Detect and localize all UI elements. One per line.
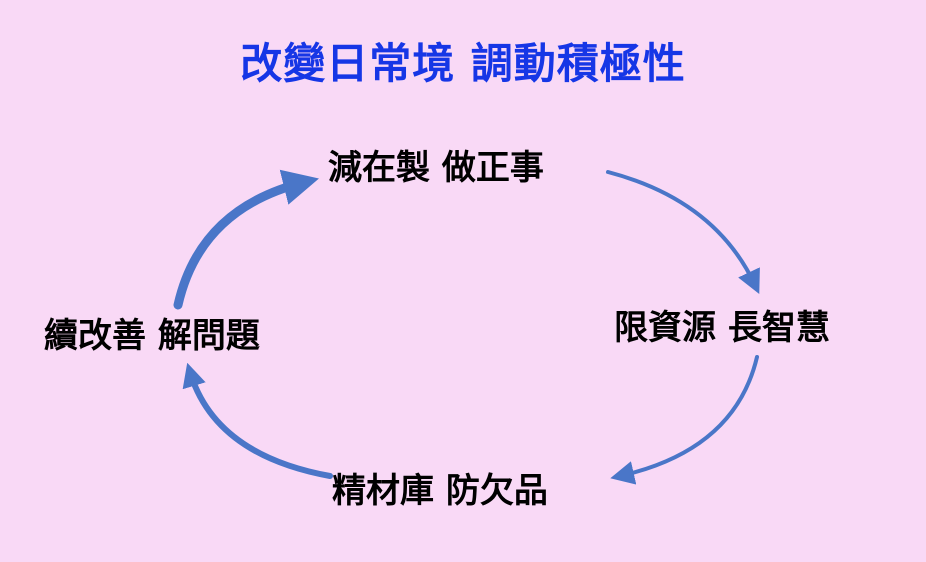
arrow-top-to-right bbox=[606, 170, 760, 295]
diagram-title: 改變日常境 調動積極性 bbox=[240, 39, 686, 88]
arrow-left-to-top bbox=[173, 169, 319, 310]
cycle-node-bottom: 精材庫 防欠品 bbox=[332, 471, 548, 511]
arrow-right-to-bottom bbox=[610, 355, 759, 485]
cycle-node-top: 減在製 做正事 bbox=[328, 148, 544, 188]
arrow-bottom-to-left bbox=[182, 362, 333, 479]
cycle-node-right: 限資源 長智慧 bbox=[614, 308, 830, 348]
cycle-node-left: 續改善 解問題 bbox=[44, 316, 260, 356]
